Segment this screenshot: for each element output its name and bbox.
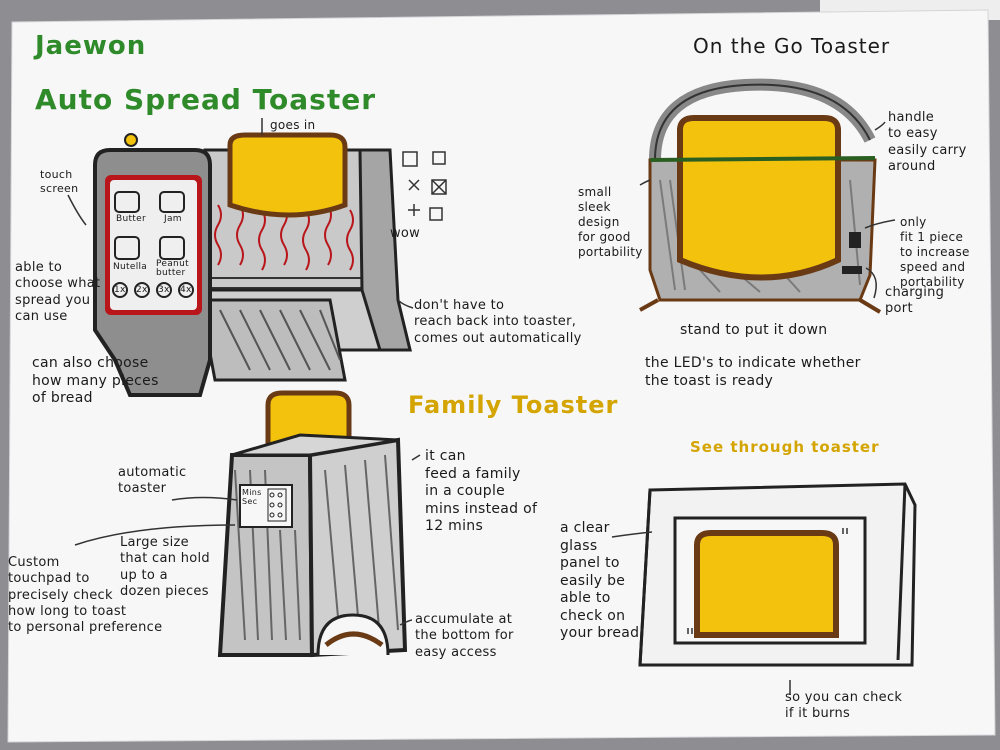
see-through-title: See through toaster [690,438,880,456]
piece-button-1: 1x [114,285,126,295]
screen-button-peanut-butter: Peanut butter [156,259,189,278]
family-toaster-drawing [74,390,421,658]
piece-button-3: 3x [158,285,170,295]
note-reach-back: don't have to reach back into toaster, c… [414,298,582,346]
note-goes-in: goes in [270,118,316,132]
family-panel-label: Mins Sec [242,488,262,506]
note-accumulate: accumulate at the bottom for easy access [415,612,514,660]
on-the-go-title: On the Go Toaster [693,34,891,58]
author-name: Jaewon [35,31,147,61]
note-one-piece: only fit 1 piece to increase speed and p… [900,215,970,289]
note-stand: stand to put it down [680,322,828,338]
note-touch-screen: touch screen [40,168,79,195]
piece-button-4: 4x [180,285,192,295]
screen-button-nutella: Nutella [113,262,148,272]
screen-button-butter: Butter [116,214,146,224]
note-glass-panel: a clear glass panel to easily be able to… [560,520,640,641]
note-handle: handle to easy easily carry around [888,110,967,174]
note-automatic-toaster: automatic toaster [118,465,187,497]
auto-spread-toaster-drawing [67,118,447,397]
note-charging-port: charging port [885,285,945,317]
note-sleek-design: small sleek design for good portability [578,185,643,259]
auto-spread-title: Auto Spread Toaster [35,83,377,116]
screen-button-jam: Jam [164,214,182,224]
see-through-toaster-drawing [611,482,917,695]
piece-button-2: 2x [136,285,148,295]
note-wow: wow [390,226,421,241]
note-check-burns: so you can check if it burns [785,690,903,722]
note-custom-touchpad: Custom touchpad to precisely check how l… [8,555,163,635]
note-feed-family: it can feed a family in a couple mins in… [425,448,538,534]
note-leds: the LED's to indicate whether the toast … [645,355,861,389]
on-the-go-toaster-drawing [639,78,896,314]
note-large-size: Large size that can hold up to a dozen p… [120,535,210,599]
note-choose-pieces: can also choose how many pieces of bread [32,355,159,406]
note-choose-spread: able to choose what spread you can use [15,260,101,324]
family-toaster-title: Family Toaster [408,391,619,419]
